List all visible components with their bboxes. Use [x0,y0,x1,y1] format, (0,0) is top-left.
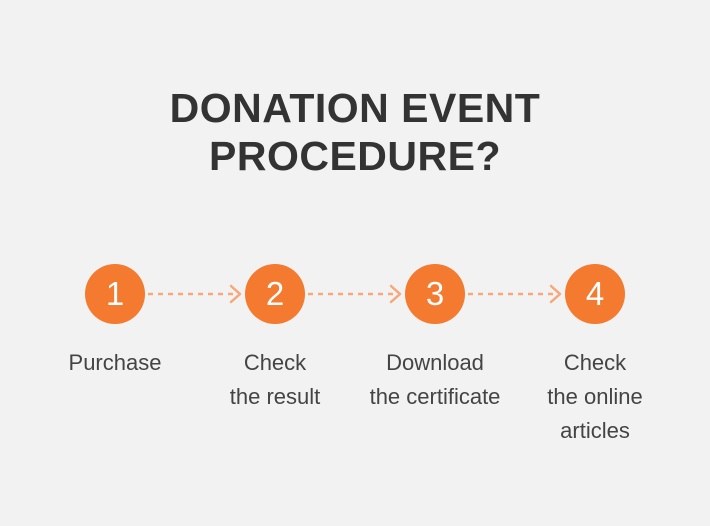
step-2-label-line: the result [229,384,321,409]
title-line-2: PROCEDURE? [208,133,502,179]
arrowhead-icon [389,284,402,304]
step-2-circle: 2 [245,264,305,324]
step-1-label: Purchase [25,346,205,380]
connector-3-4 [468,284,562,304]
step-1-label-line: Purchase [68,350,162,375]
connector-2-3 [308,284,402,304]
step-4-label: Check the online articles [505,346,685,448]
step-2-label-line: Check [243,350,307,375]
page-title: DONATION EVENT PROCEDURE? [0,84,710,180]
step-2-label: Check the result [185,346,365,414]
title-line-1: DONATION EVENT [169,85,541,131]
step-3-label-line: Download [386,350,484,375]
connector-1-2 [148,284,242,304]
step-3-label-line: the certificate [369,384,501,409]
step-4-circle: 4 [565,264,625,324]
step-4-label-line: the online [547,384,643,409]
step-1-circle: 1 [85,264,145,324]
arrowhead-icon [229,284,242,304]
step-3-circle: 3 [405,264,465,324]
step-4-label-line: articles [560,418,630,443]
arrowhead-icon [549,284,562,304]
step-3-label: Download the certificate [345,346,525,414]
step-4-label-line: Check [563,350,627,375]
